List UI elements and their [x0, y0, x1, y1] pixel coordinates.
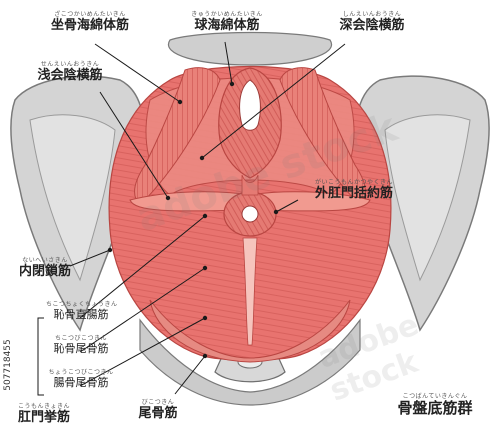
anal-opening — [241, 205, 259, 223]
text-superficial-transverse: 浅会陰横筋 — [37, 68, 103, 83]
leader-dots — [107, 81, 279, 359]
ruby-iliococcygeus: ちょうこつびこつきん — [48, 369, 114, 376]
text-pubococcygeus: 恥骨尾骨筋 — [53, 342, 109, 355]
ruby-ischiocavernosus: ざこつかいめんたいきん — [54, 11, 126, 18]
diagram-title: こつばんていきんぐん 骨盤底筋群 — [380, 394, 490, 416]
text-ischiocavernosus: 坐骨海綿体筋 — [50, 18, 129, 33]
text-puborectalis: 恥骨直腸筋 — [53, 308, 109, 321]
label-levator-ani: こうもんきょきん 肛門挙筋 — [8, 403, 80, 425]
label-pubococcygeus: ちこつびこつきん 恥骨尾骨筋 — [46, 335, 116, 355]
label-obturator-internus: ないへいさきん 内閉鎖筋 — [8, 257, 82, 279]
leader-lines — [69, 41, 346, 395]
ruby-pubococcygeus: ちこつびこつきん — [54, 335, 107, 342]
ruby-title: こつばんていきんぐん — [402, 393, 468, 400]
text-deep-transverse: 深会陰横筋 — [339, 18, 405, 33]
ruby-obturator-internus: ないへいさきん — [22, 257, 68, 264]
ruby-bulbospongiosus: きゅうかいめんたいきん — [191, 11, 263, 18]
text-title: 骨盤底筋群 — [397, 399, 473, 417]
text-levator-ani: 肛門挙筋 — [17, 410, 70, 425]
text-obturator-internus: 内閉鎖筋 — [18, 264, 71, 279]
ruby-levator-ani: こうもんきょきん — [17, 403, 70, 410]
label-iliococcygeus: ちょうこつびこつきん 腸骨尾骨筋 — [46, 369, 116, 389]
stock-id: 507718455 — [2, 339, 13, 391]
label-coccygeus: びこつきん 尾骨筋 — [128, 399, 188, 421]
label-external-sphincter: がいこうもんかつやくきん 外肛門括約筋 — [298, 179, 410, 201]
label-deep-transverse: しんえいんおうきん 深会陰横筋 — [322, 11, 422, 33]
pelvic-floor-muscles — [108, 65, 392, 363]
levator-ani-bracket — [37, 317, 44, 396]
ruby-external-sphincter: がいこうもんかつやくきん — [314, 179, 393, 186]
label-puborectalis: ちこつちょくちょうきん 恥骨直腸筋 — [46, 301, 118, 321]
label-bulbospongiosus: きゅうかいめんたいきん 球海綿体筋 — [182, 11, 272, 33]
ruby-deep-transverse: しんえいんおうきん — [342, 11, 402, 18]
label-superficial-transverse: せんえいんおうきん 浅会陰横筋 — [20, 61, 120, 83]
ruby-puborectalis: ちこつちょくちょうきん — [46, 301, 118, 308]
text-external-sphincter: 外肛門括約筋 — [314, 186, 393, 201]
text-iliococcygeus: 腸骨尾骨筋 — [53, 376, 109, 389]
text-bulbospongiosus: 球海綿体筋 — [194, 18, 260, 33]
ruby-coccygeus: びこつきん — [141, 399, 175, 406]
label-ischiocavernosus: ざこつかいめんたいきん 坐骨海綿体筋 — [40, 11, 140, 33]
ruby-superficial-transverse: せんえいんおうきん — [40, 61, 100, 68]
urethral-vaginal-opening — [239, 79, 261, 131]
pelvic-bones — [10, 31, 490, 406]
text-coccygeus: 尾骨筋 — [138, 406, 178, 421]
